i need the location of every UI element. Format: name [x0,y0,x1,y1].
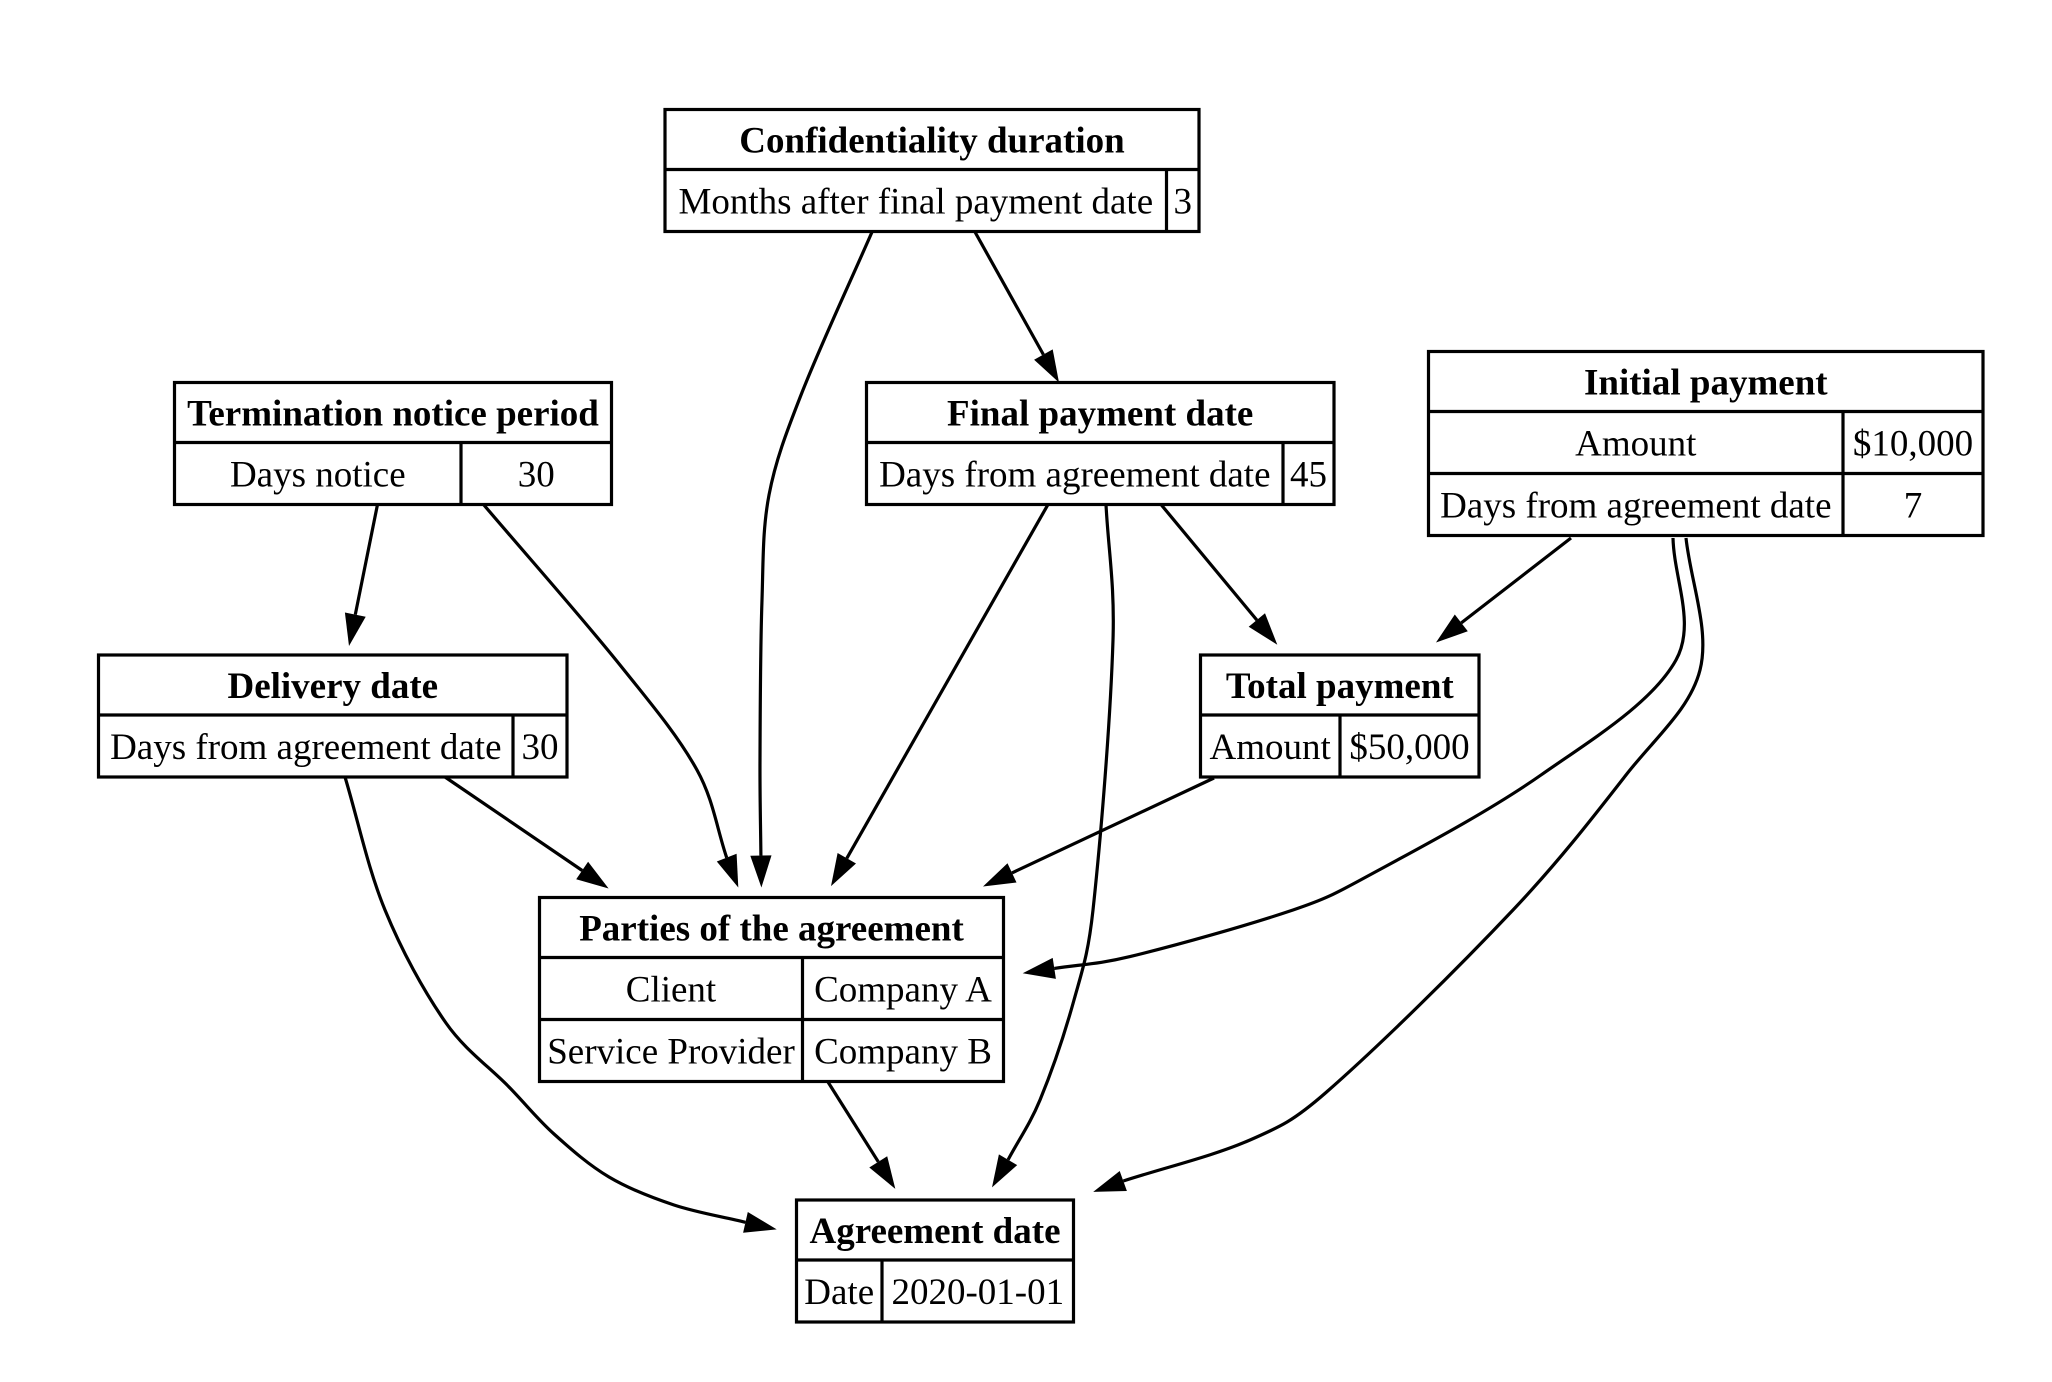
svg-text:Service Provider: Service Provider [547,1031,795,1072]
svg-text:Months after final payment dat: Months after final payment date [678,181,1153,222]
svg-text:Delivery date: Delivery date [227,666,438,707]
svg-text:Amount: Amount [1575,423,1697,464]
svg-text:Client: Client [626,969,717,1010]
svg-text:Days from agreement date: Days from agreement date [110,727,501,768]
svg-text:Date: Date [804,1272,874,1313]
svg-text:$10,000: $10,000 [1853,423,1973,464]
svg-text:7: 7 [1904,485,1923,526]
svg-text:Termination notice period: Termination notice period [187,393,599,434]
svg-text:Days from agreement date: Days from agreement date [1440,485,1831,526]
svg-text:$50,000: $50,000 [1349,727,1469,768]
svg-text:Company A: Company A [814,969,992,1010]
svg-text:30: 30 [522,727,559,768]
svg-text:30: 30 [518,454,555,495]
svg-text:Final payment date: Final payment date [947,393,1253,434]
svg-text:3: 3 [1174,181,1193,222]
svg-text:Days notice: Days notice [230,454,406,495]
svg-text:Parties of the agreement: Parties of the agreement [579,908,964,949]
svg-text:2020-01-01: 2020-01-01 [891,1272,1064,1313]
svg-text:Days from agreement date: Days from agreement date [879,454,1270,495]
svg-text:Total payment: Total payment [1226,666,1455,707]
svg-text:Company B: Company B [814,1031,992,1072]
svg-text:Initial payment: Initial payment [1584,362,1828,403]
svg-text:Agreement date: Agreement date [809,1211,1060,1252]
svg-text:45: 45 [1290,454,1327,495]
svg-text:Confidentiality duration: Confidentiality duration [739,120,1125,161]
svg-text:Amount: Amount [1210,727,1332,768]
